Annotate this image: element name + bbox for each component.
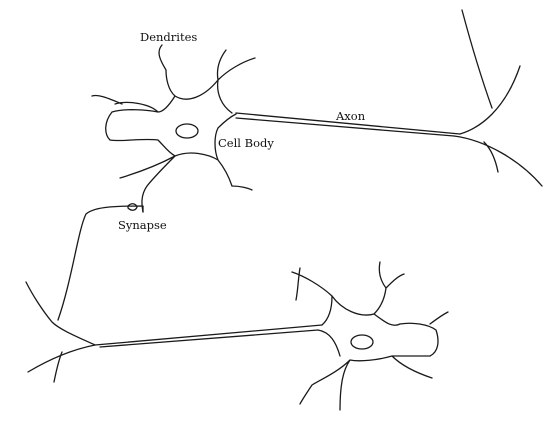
- neuron-2: [25, 261, 449, 411]
- axon-label: Axon: [336, 109, 366, 123]
- neuron-1-nucleus: [175, 123, 199, 139]
- neuron-2-axon-terminal: [25, 281, 96, 383]
- neuron-1: [57, 9, 543, 321]
- dendrites-label: Dendrites: [140, 30, 198, 44]
- neuron-1-axon-terminal: [453, 9, 543, 187]
- neuron-2-nucleus: [350, 334, 374, 350]
- synapse-label: Synapse: [118, 218, 167, 232]
- neuron-1-to-synapse: [57, 205, 144, 321]
- cell-body-label: Cell Body: [218, 136, 274, 150]
- neuron-1-axon: [235, 112, 461, 137]
- neuron-1-cell-body-outline: [91, 44, 256, 213]
- neuron-2-cell-body-outline: [291, 261, 449, 411]
- synapse-knob: [127, 203, 138, 211]
- neuron-2-axon: [94, 324, 323, 348]
